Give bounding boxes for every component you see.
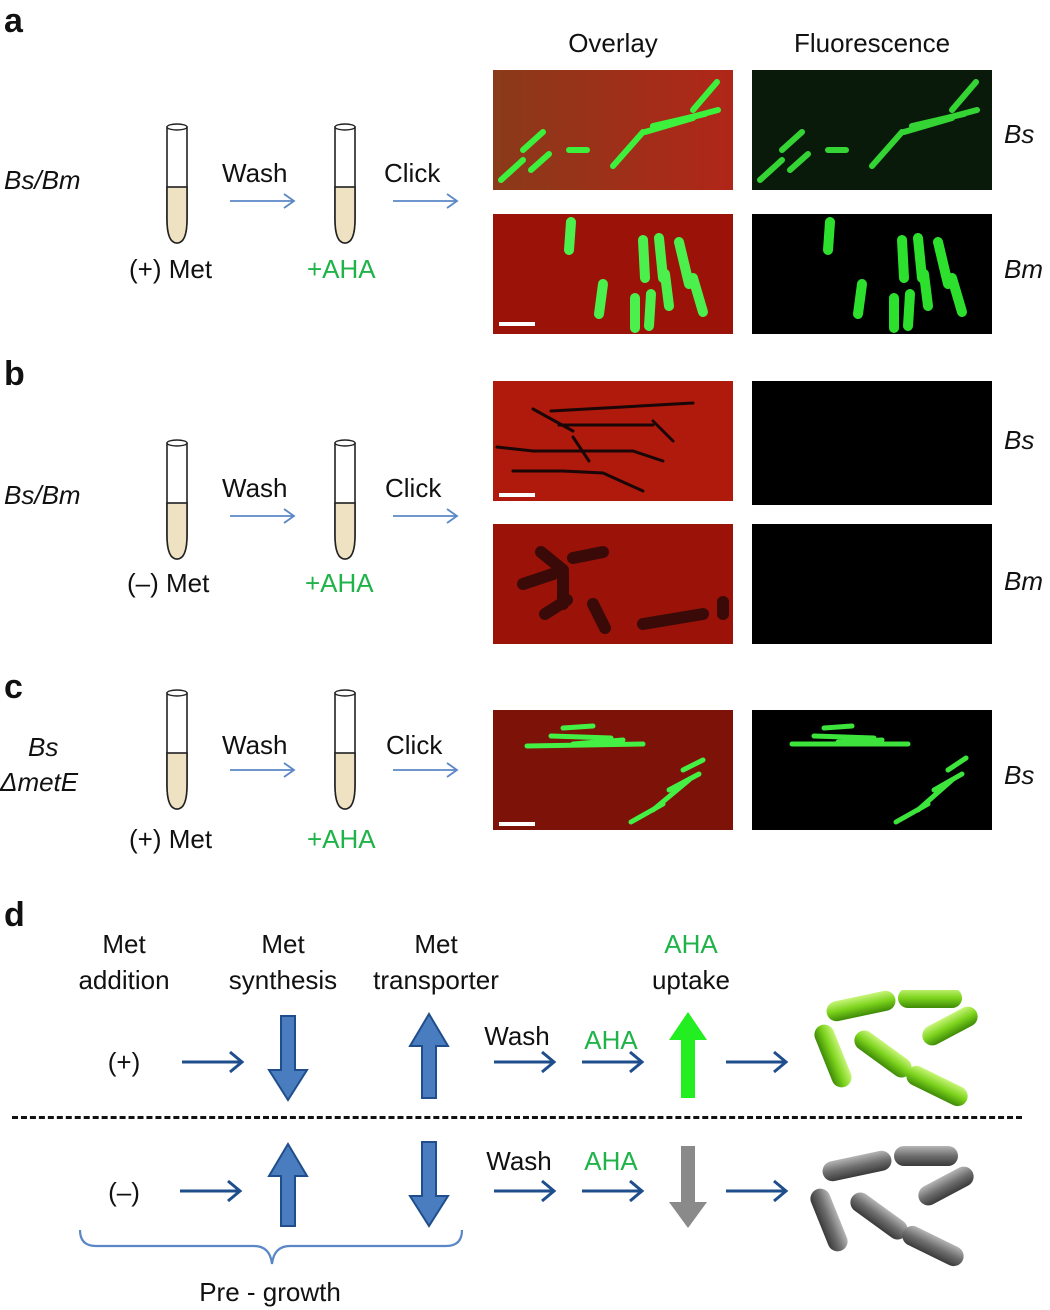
micrograph-b-overlay-bs <box>493 381 733 501</box>
aha-label-a: +AHA <box>307 254 376 284</box>
col-met-addition-line1: Met <box>102 929 146 959</box>
arrow-icon <box>580 1050 644 1074</box>
arrow-icon <box>392 762 458 778</box>
arrow-icon <box>492 1179 556 1203</box>
condition-label-b: (–) Met <box>127 568 210 598</box>
click-label-c: Click <box>386 730 443 760</box>
micrograph-a-fluorescence-bm <box>752 214 992 334</box>
panel-letter-b: b <box>4 355 25 393</box>
tube-icon <box>334 689 356 810</box>
arrow-icon <box>178 1179 242 1203</box>
col-met-synthesis-line1: Met <box>261 929 305 959</box>
col-aha-uptake: AHA uptake <box>630 926 752 998</box>
click-label-b: Click <box>385 473 442 503</box>
arrow-icon <box>724 1179 788 1203</box>
col-met-addition: Met addition <box>62 926 186 998</box>
tube-icon <box>334 439 356 560</box>
strain-label-c-mutant: ΔmetE <box>0 767 79 797</box>
wash-label-a: Wash <box>222 158 288 188</box>
micrograph-c-overlay-bs <box>493 710 733 830</box>
micrograph-b-fluorescence-bm <box>752 524 992 644</box>
synthesis-down-arrow-icon <box>267 1015 309 1102</box>
scheme-graphics <box>78 990 978 1267</box>
micrograph-a-overlay-bs <box>493 70 733 190</box>
condition-label-c: (+) Met <box>129 824 213 854</box>
uptake-up-arrow-icon <box>669 1012 707 1098</box>
row-minus-aha: AHA <box>584 1146 638 1176</box>
row-plus-wash: Wash <box>484 1021 550 1051</box>
col-met-synthesis: Met synthesis <box>218 926 348 998</box>
arrow-icon <box>392 508 458 524</box>
tube-icon <box>166 123 188 244</box>
header-overlay: Overlay <box>568 28 658 58</box>
condition-label-a: (+) Met <box>129 254 213 284</box>
species-label-a-bottom: Bm <box>1004 254 1043 284</box>
panel-letter-a: a <box>4 2 23 40</box>
row-divider <box>12 1116 1022 1119</box>
species-label-c: Bs <box>1004 760 1035 790</box>
tube-icon <box>334 123 356 244</box>
pregrowth-bracket <box>78 1229 464 1265</box>
arrow-icon <box>492 1050 556 1074</box>
labeled-bacteria-cluster <box>814 990 978 1107</box>
micrograph-b-fluorescence-bs <box>752 381 992 505</box>
strain-label-b: Bs/Bm <box>4 480 81 510</box>
col-aha-uptake-line1: AHA <box>664 929 718 959</box>
col-met-transporter: Met transporter <box>360 926 512 998</box>
micrograph-c-fluorescence-bs <box>752 710 992 830</box>
row-minus-wash: Wash <box>486 1146 552 1176</box>
aha-label-c: +AHA <box>307 824 376 854</box>
row-minus-label: (–) <box>108 1177 140 1207</box>
species-label-b-top: Bs <box>1004 425 1035 455</box>
arrow-icon <box>229 508 295 524</box>
panel-letter-d: d <box>4 896 25 934</box>
synthesis-up-arrow-icon <box>267 1142 309 1227</box>
panel-letter-c: c <box>4 668 23 706</box>
click-label-a: Click <box>384 158 441 188</box>
tube-icon <box>166 689 188 810</box>
arrow-icon <box>229 193 295 209</box>
col-met-transporter-line2: transporter <box>373 965 499 995</box>
row-plus-aha: AHA <box>584 1025 638 1055</box>
wash-label-b: Wash <box>222 473 288 503</box>
col-met-addition-line2: addition <box>78 965 170 995</box>
species-label-b-bottom: Bm <box>1004 566 1043 596</box>
transporter-down-arrow-icon <box>408 1141 450 1228</box>
wash-label-c: Wash <box>222 730 288 760</box>
arrow-icon <box>229 762 295 778</box>
micrograph-a-fluorescence-bs <box>752 70 992 190</box>
row-plus-label: (+) <box>107 1047 141 1077</box>
pregrowth-label: Pre - growth <box>199 1277 341 1307</box>
col-met-synthesis-line2: synthesis <box>228 965 338 995</box>
strain-label-a: Bs/Bm <box>4 165 81 195</box>
micrograph-a-overlay-bm <box>493 214 733 334</box>
uptake-down-arrow-icon <box>669 1146 707 1228</box>
tube-icon <box>166 439 188 560</box>
unlabeled-bacteria-cluster <box>810 1146 974 1267</box>
arrow-icon <box>580 1179 644 1203</box>
arrow-icon <box>392 193 458 209</box>
arrow-icon <box>180 1050 244 1074</box>
strain-label-c: Bs <box>28 732 59 762</box>
header-fluorescence: Fluorescence <box>793 28 951 58</box>
aha-label-b: +AHA <box>305 568 374 598</box>
col-aha-uptake-line2: uptake <box>651 965 731 995</box>
transporter-up-arrow-icon <box>408 1012 450 1099</box>
col-met-transporter-line1: Met <box>414 929 458 959</box>
micrograph-b-overlay-bm <box>493 524 733 644</box>
arrow-icon <box>724 1050 788 1074</box>
species-label-a-top: Bs <box>1004 119 1035 149</box>
